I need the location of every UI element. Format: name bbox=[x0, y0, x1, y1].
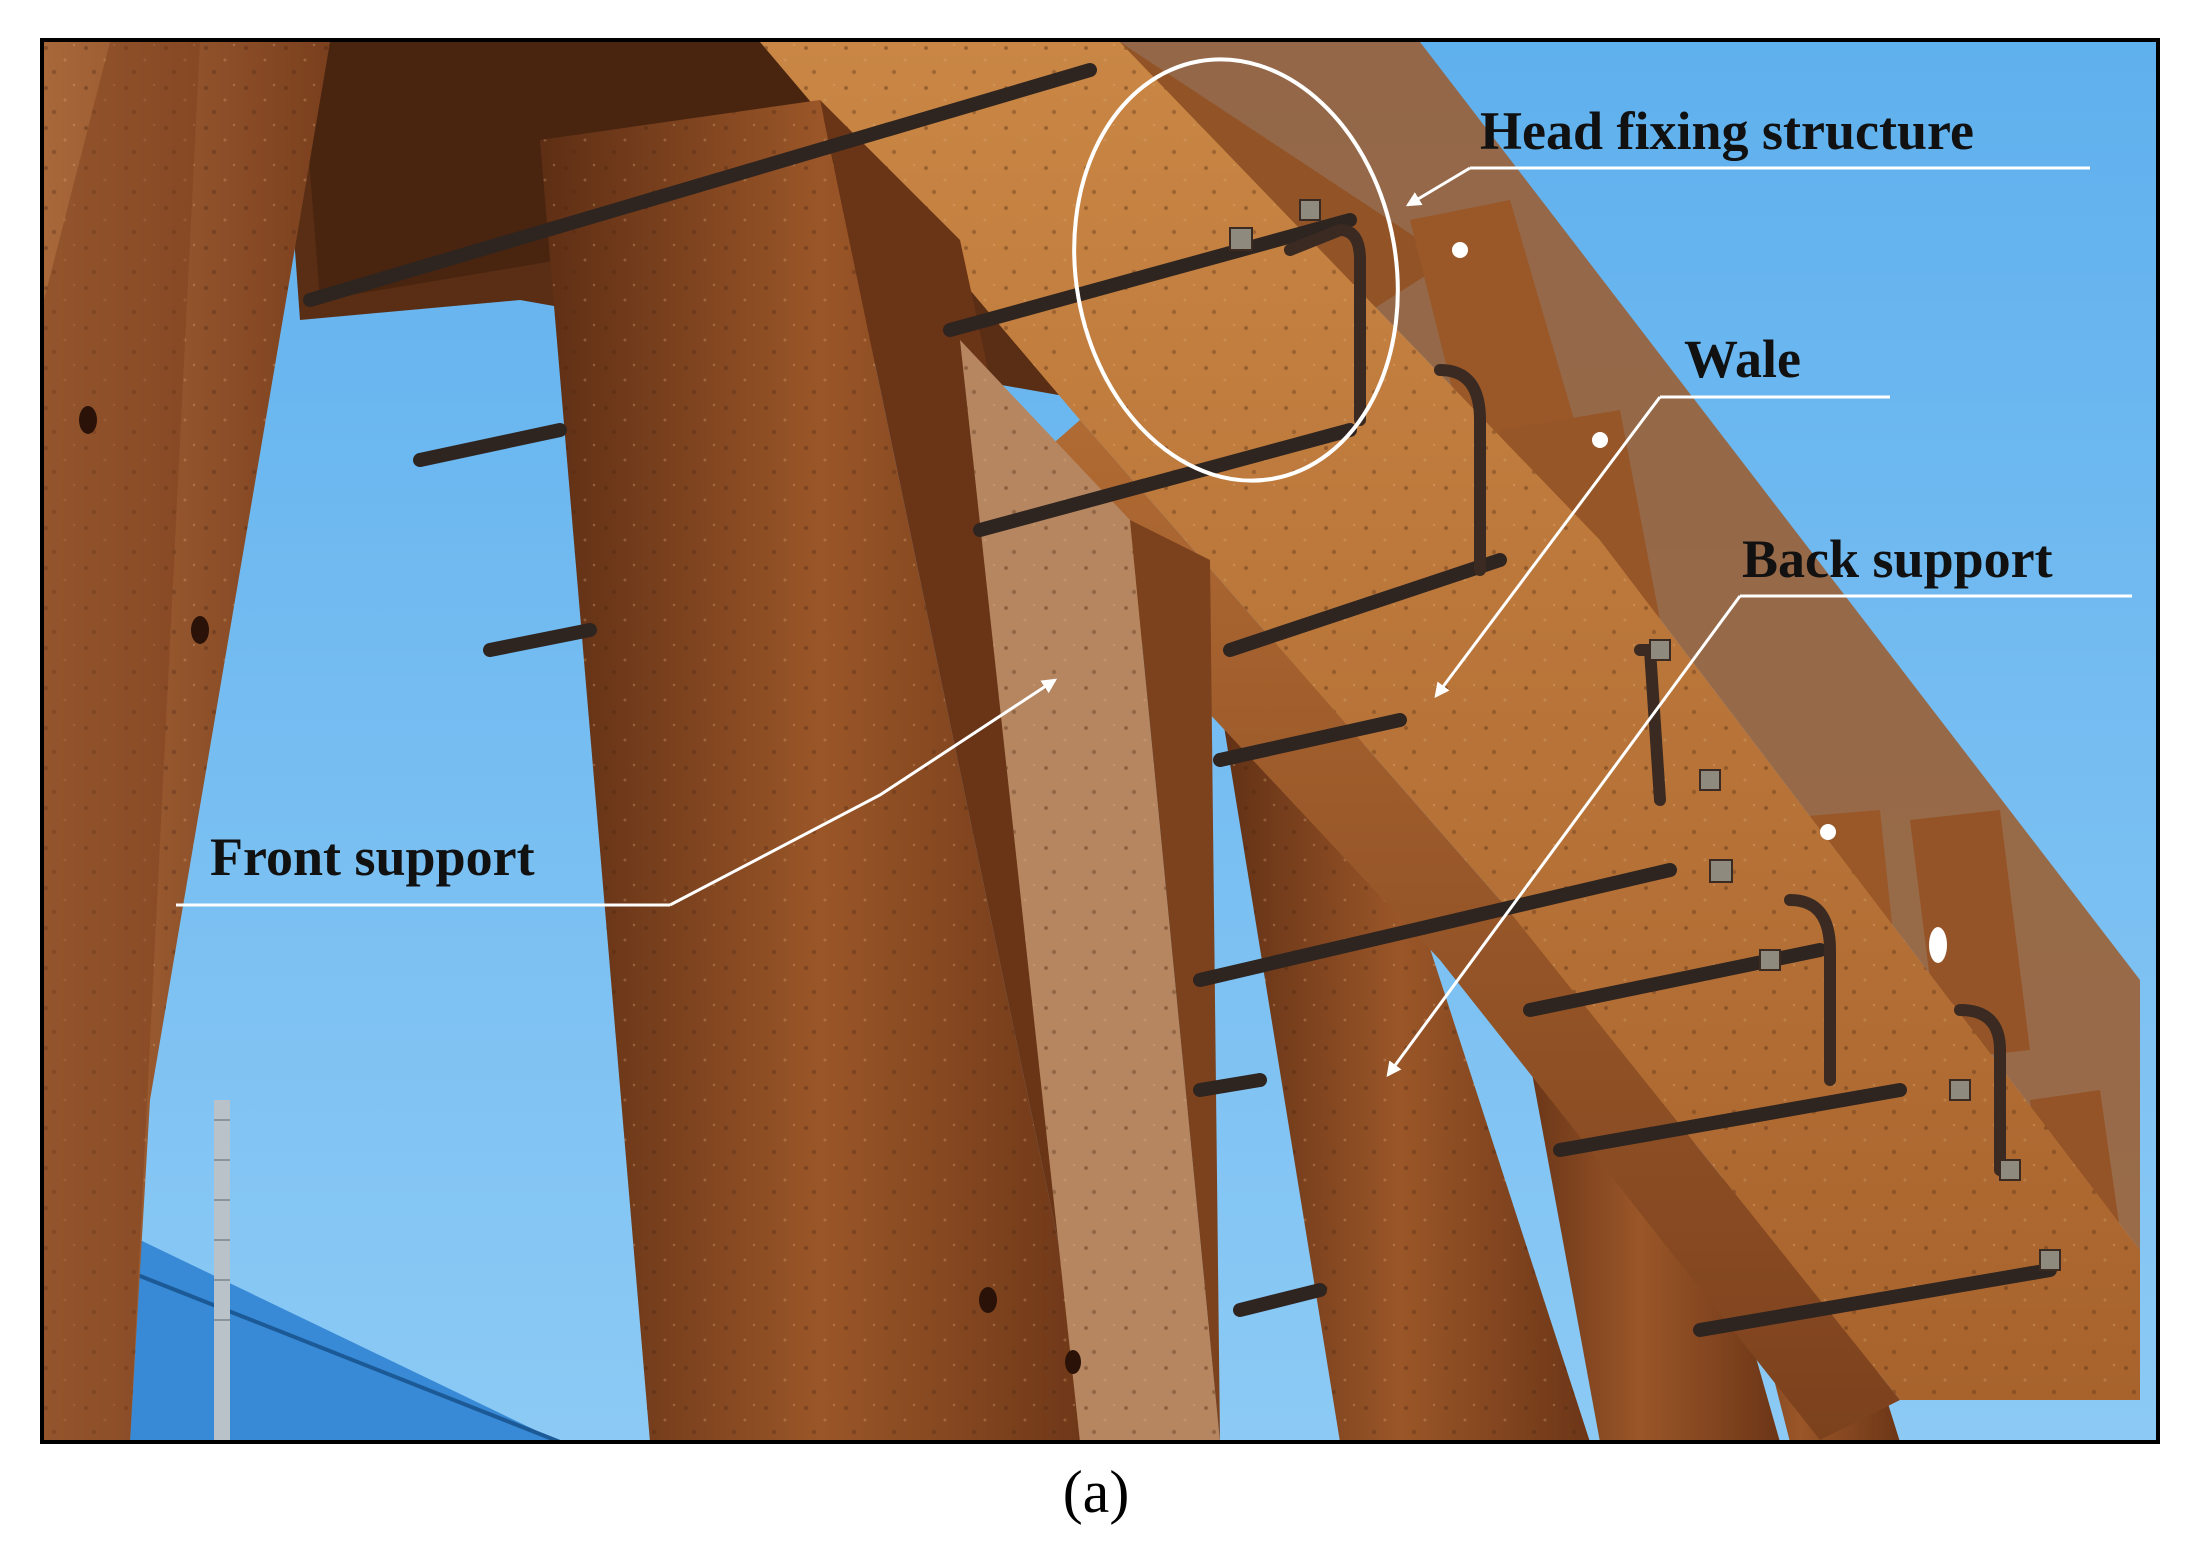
head-fixing-arrow bbox=[1405, 166, 1471, 207]
scaffold-pipe bbox=[214, 1100, 230, 1440]
label-back-support: Back support bbox=[1742, 529, 2053, 589]
wale-beam-side bbox=[1000, 420, 1900, 1440]
label-head-fixing-structure: Head fixing structure bbox=[1480, 101, 1974, 161]
head-fixing-circle-highlight bbox=[1072, 57, 1400, 483]
label-wale: Wale bbox=[1684, 329, 1801, 389]
back-support-arrow bbox=[1386, 595, 1742, 1078]
front-support-arrow bbox=[669, 678, 1058, 907]
wale-arrow bbox=[1434, 396, 1662, 699]
label-front-support: Front support bbox=[210, 827, 535, 887]
figure-caption: (a) bbox=[1062, 1459, 1130, 1525]
